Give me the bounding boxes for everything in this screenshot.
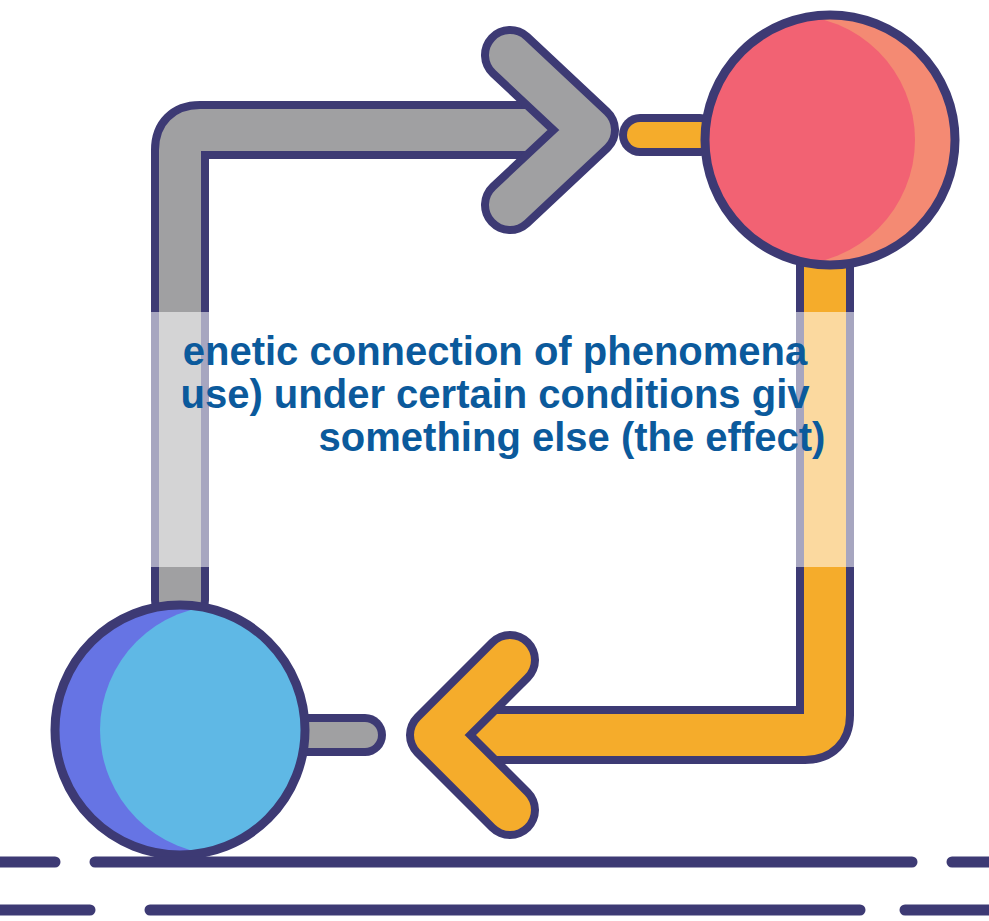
overlay-text: enetic connection of phenomena (183, 330, 808, 373)
overlay-text: something else (the effect) (319, 416, 826, 459)
overlay-text: use) under certain conditions giv (181, 373, 810, 416)
